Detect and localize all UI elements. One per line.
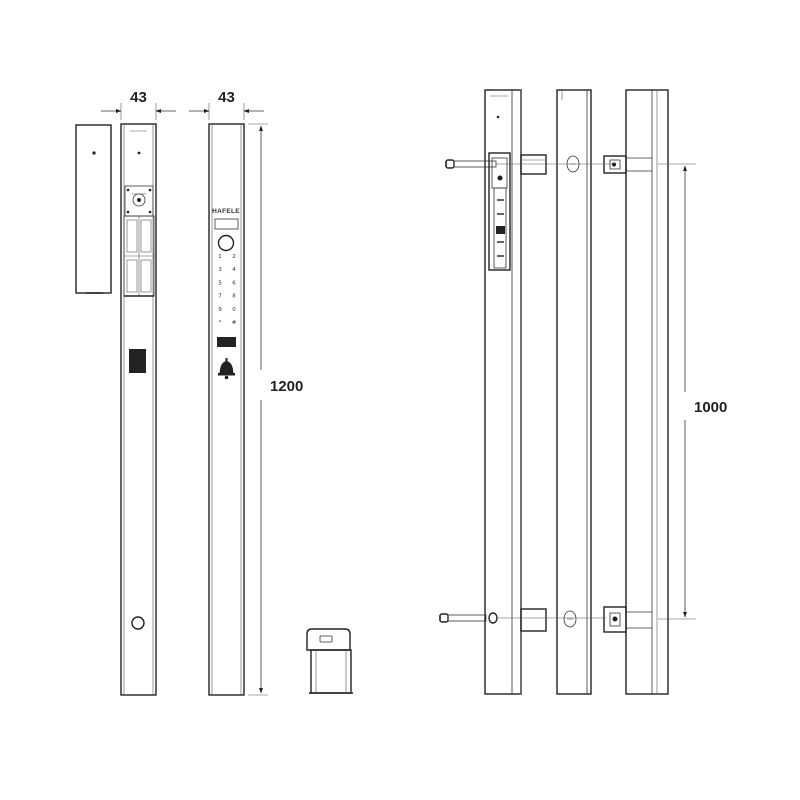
bell-icon[interactable] (218, 358, 235, 380)
keypad-key[interactable]: 0 (232, 307, 236, 313)
dimension-label-length: 1200 (270, 378, 303, 395)
dimension-label-width-back: 43 (130, 89, 147, 106)
dimension-hole-spacing: 1000 (658, 163, 727, 620)
dimension-width-front: 43 (189, 89, 264, 120)
keypad-key[interactable]: 8 (232, 294, 236, 300)
keypad-key[interactable]: 6 (232, 280, 236, 286)
keypad-key[interactable]: 2 (232, 254, 236, 260)
fingerprint-sensor[interactable] (217, 234, 235, 252)
display-window (214, 218, 239, 230)
keypad-key[interactable]: 3 (218, 267, 222, 273)
keypad[interactable]: 1 2 3 4 5 6 7 8 9 0 * # (218, 254, 236, 326)
mounting-bracket-view (306, 628, 353, 694)
dimension-width-back: 43 (101, 89, 176, 120)
dimension-label-width-front: 43 (218, 89, 235, 106)
keypad-key[interactable]: 7 (218, 294, 222, 300)
keypad-key[interactable]: # (232, 320, 237, 326)
lock-body-front-view: HAFELE 1 2 3 4 5 6 7 8 9 0 * # (208, 123, 245, 696)
keypad-key[interactable]: * (219, 320, 222, 326)
card-reader (217, 337, 236, 347)
keypad-key[interactable]: 4 (232, 267, 236, 273)
dimension-label-hole-spacing: 1000 (694, 399, 727, 416)
keypad-key[interactable]: 9 (218, 307, 222, 313)
installation-assembly-view: 1000 (439, 89, 727, 695)
keypad-key[interactable]: 1 (218, 254, 222, 260)
lock-body-back-view (120, 123, 157, 696)
keypad-key[interactable]: 5 (218, 280, 222, 286)
brand-logo-text: HAFELE (212, 208, 240, 215)
battery-cover-view (75, 124, 112, 294)
dimension-length: 1200 (248, 123, 303, 696)
